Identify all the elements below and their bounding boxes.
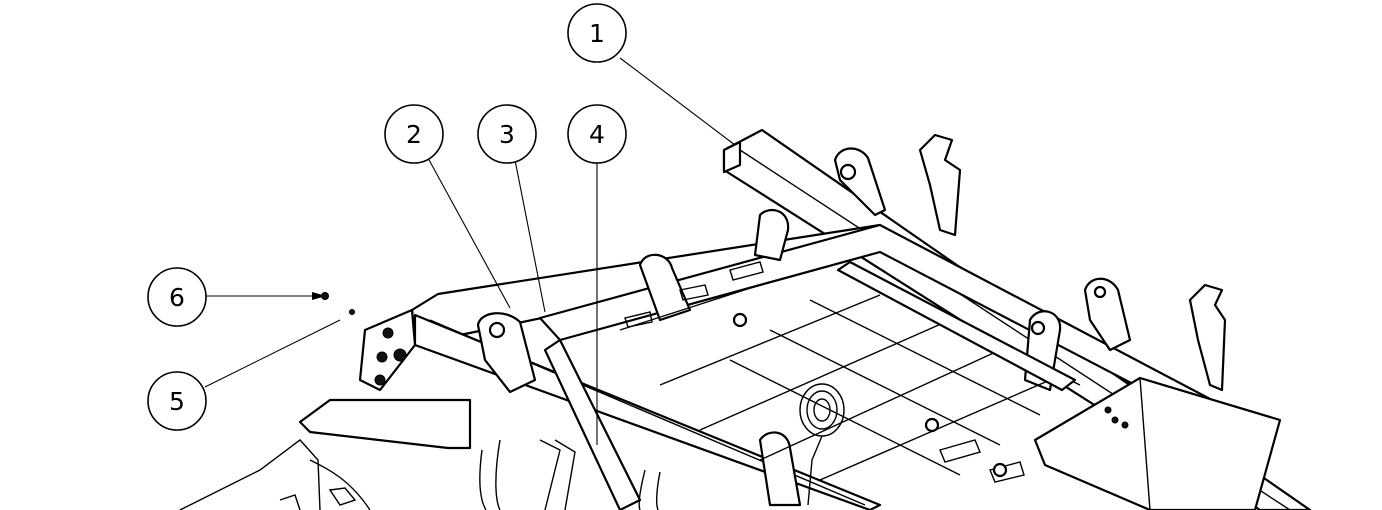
leader-arrow-6 xyxy=(312,292,326,300)
leader-lines xyxy=(204,57,736,445)
leader-line-3 xyxy=(514,159,546,313)
callout-4: 4 xyxy=(567,104,627,164)
machine-frame-drawing xyxy=(179,128,1312,510)
callout-3-circle xyxy=(477,104,537,164)
callout-5: 5 xyxy=(147,371,207,431)
leader-line-5 xyxy=(204,319,341,388)
callout-1-label: 1 xyxy=(589,19,605,48)
callout-balloons: 1 2 3 4 6 5 xyxy=(147,3,627,431)
leader-line-2 xyxy=(427,157,511,309)
leader-line-1 xyxy=(619,57,736,146)
callout-3-label: 3 xyxy=(499,120,515,149)
callout-6: 6 xyxy=(147,267,207,327)
callout-4-label: 4 xyxy=(589,120,605,149)
callout-6-circle xyxy=(147,267,207,327)
small-fastener-6 xyxy=(321,292,329,300)
callout-1: 1 xyxy=(567,3,627,63)
callout-2: 2 xyxy=(384,104,444,164)
coil-spring-drawing xyxy=(799,383,845,506)
small-fastener-5 xyxy=(349,309,355,315)
callout-5-circle xyxy=(147,371,207,431)
callout-6-label: 6 xyxy=(169,283,185,312)
callout-2-circle xyxy=(384,104,444,164)
callout-5-label: 5 xyxy=(169,387,185,416)
callout-4-circle xyxy=(567,104,627,164)
callout-1-circle xyxy=(567,3,627,63)
callout-2-label: 2 xyxy=(406,120,422,149)
callout-3: 3 xyxy=(477,104,537,164)
